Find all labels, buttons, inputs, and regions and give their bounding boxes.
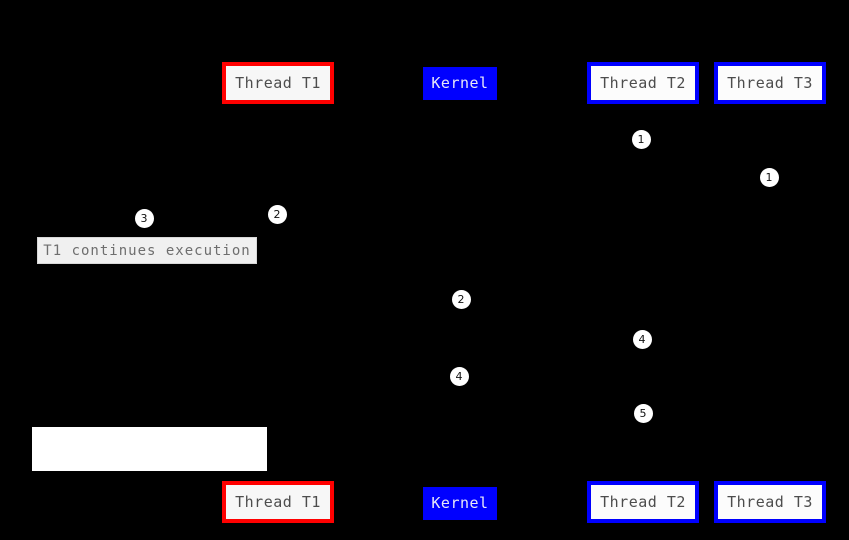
- axis-t1: [278, 104, 279, 481]
- axis-t2: [643, 104, 644, 481]
- lifeline-header-t1[interactable]: Thread T1: [222, 62, 334, 104]
- marker-t2-5: 5: [633, 403, 653, 423]
- axis-t3: [770, 104, 771, 481]
- marker-kernel-4: 4: [449, 366, 469, 386]
- marker-t3-1: 1: [759, 167, 779, 187]
- note-t1-continues: T1 continues execution: [37, 237, 257, 264]
- lifeline-footer-t3-bottom[interactable]: Thread T3: [714, 481, 826, 523]
- lifeline-footer-kernel-bottom[interactable]: Kernel: [423, 487, 497, 520]
- blank-note-bottom-left: [32, 427, 267, 471]
- lifeline-footer-t2-bottom[interactable]: Thread T2: [587, 481, 699, 523]
- marker-kernel-2: 2: [451, 289, 471, 309]
- marker-t1-2: 2: [267, 204, 287, 224]
- marker-t2-4: 4: [632, 329, 652, 349]
- marker-t1-3: 3: [134, 208, 154, 228]
- lifeline-header-t3[interactable]: Thread T3: [714, 62, 826, 104]
- lifeline-footer-t1-bottom[interactable]: Thread T1: [222, 481, 334, 523]
- marker-t2-1: 1: [631, 129, 651, 149]
- lifeline-header-t2[interactable]: Thread T2: [587, 62, 699, 104]
- lifeline-header-kernel[interactable]: Kernel: [423, 67, 497, 100]
